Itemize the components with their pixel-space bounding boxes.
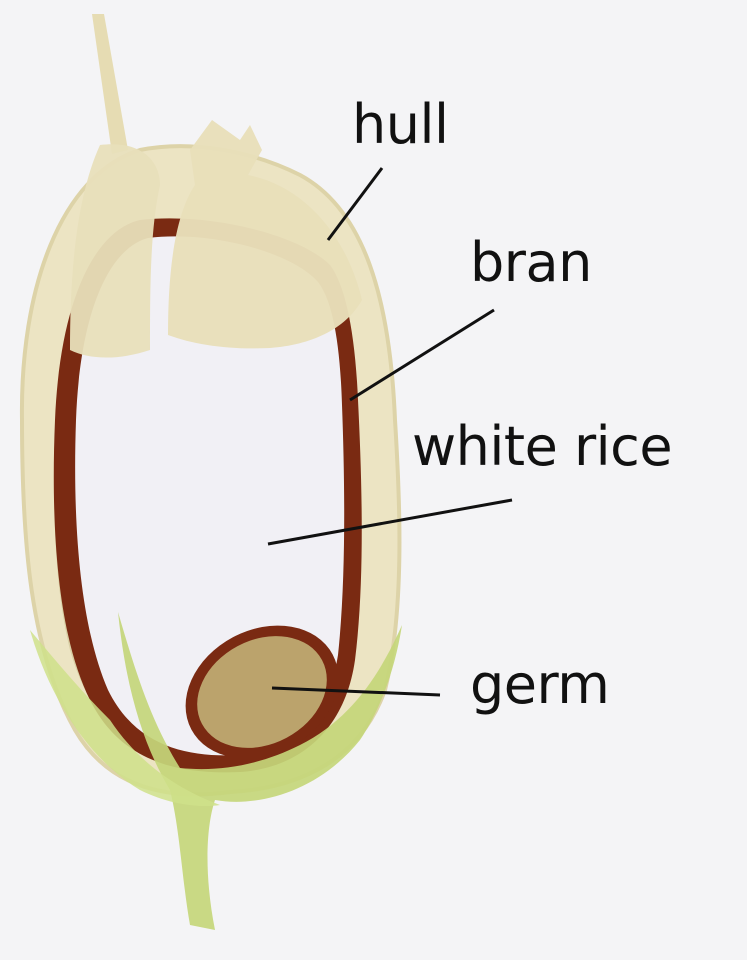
hull-flap-left	[70, 144, 160, 358]
sprout	[118, 612, 402, 930]
label-bran: bran	[470, 231, 592, 294]
label-white-rice: white rice	[412, 415, 673, 478]
label-hull: hull	[352, 93, 449, 156]
leader-line-white-rice	[267, 498, 513, 546]
awn	[92, 14, 128, 154]
leader-line-hull	[326, 167, 384, 241]
label-germ: germ	[470, 653, 610, 716]
leader-line-germ	[271, 686, 441, 697]
hull-flap-right	[168, 120, 362, 349]
sprout-left-leaf	[30, 630, 220, 807]
germ-inner	[197, 636, 327, 748]
leader-line-bran	[349, 308, 495, 402]
